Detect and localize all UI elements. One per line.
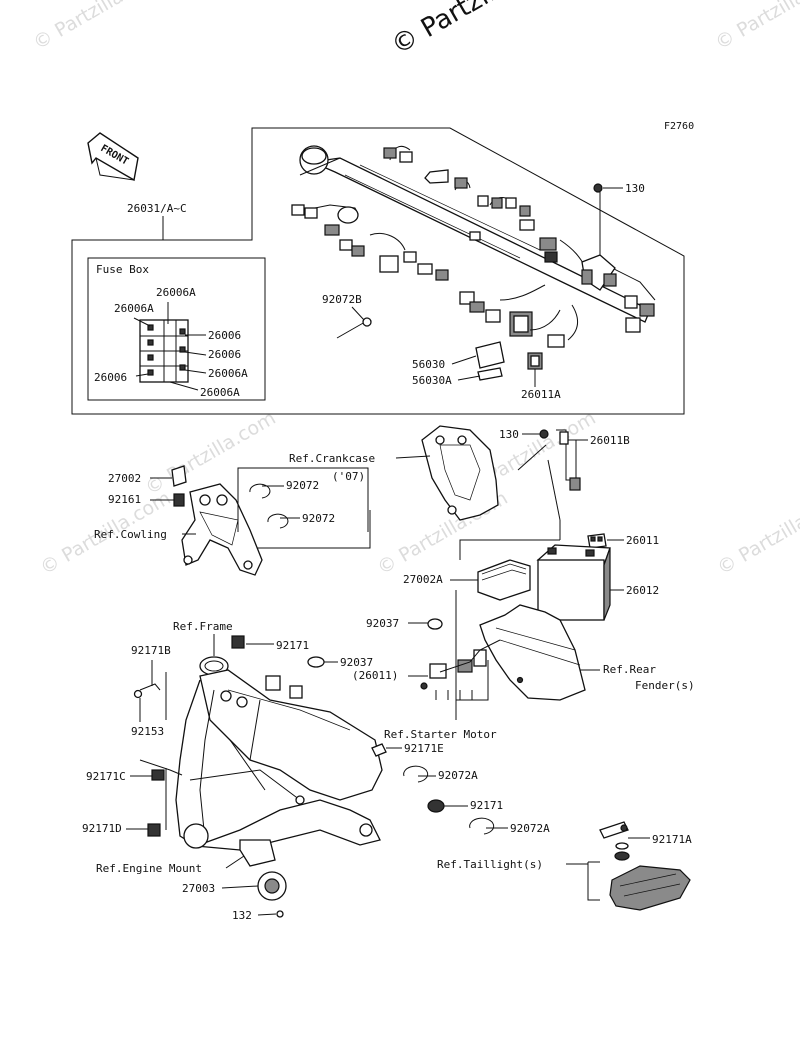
label-132: 132: [232, 909, 252, 922]
fuse-label-4: 26006: [208, 348, 241, 361]
label-26012: 26012: [626, 584, 659, 597]
main-harness: [291, 145, 656, 381]
label-92171-top: 92171: [276, 639, 309, 652]
fuse-label-5: 26006: [94, 371, 127, 384]
label-ref-frame: Ref.Frame: [173, 620, 233, 633]
label-92153: 92153: [131, 725, 164, 738]
label-26011b: 26011B: [590, 434, 630, 447]
label-ref-rear-fender: Fender(s): [635, 679, 695, 692]
label-27002a: 27002A: [403, 573, 443, 586]
label-92171c: 92171C: [86, 770, 126, 783]
label-year-07: ('07): [332, 470, 365, 483]
label-92037-a: 92037: [366, 617, 399, 630]
watermark-tile: © Partzilla.com: [714, 487, 800, 579]
label-27003: 27003: [182, 882, 215, 895]
label-ref-crankcase: Ref.Crankcase: [289, 452, 375, 465]
label-ref-starter: Ref.Starter Motor: [384, 728, 497, 741]
label-harness: 26031/A~C: [127, 202, 187, 215]
label-92171d: 92171D: [82, 822, 122, 835]
watermark-tile: © Partzilla.com: [142, 407, 280, 499]
label-92072a-a: 92072A: [438, 769, 478, 782]
taillight-section: [587, 821, 691, 911]
crankcase-section: [240, 425, 581, 560]
label-ref-engine-mount: Ref.Engine Mount: [96, 862, 202, 875]
cowling-stay: [171, 465, 263, 576]
label-bolt-top: 130: [625, 182, 645, 195]
fuse-label-3: 26006: [208, 329, 241, 342]
figure-code: F2760: [664, 121, 694, 132]
fuse-label-7: 26006A: [200, 386, 240, 399]
label-92161: 92161: [108, 493, 141, 506]
fuse-box-inset: Fuse Box: [87, 257, 266, 401]
label-92072a-b: 92072A: [510, 822, 550, 835]
label-ref-rear: Ref.Rear: [603, 663, 656, 676]
label-26011-paren: (26011): [352, 669, 398, 682]
label-92072-b: 92072: [302, 512, 335, 525]
watermark-tile: © Partzilla.com: [712, 0, 800, 54]
band-box: [237, 467, 369, 532]
label-56030a: 56030A: [412, 374, 452, 387]
label-92037-b: 92037: [340, 656, 373, 669]
label-92171a: 92171A: [652, 833, 692, 846]
label-92072b: 92072B: [322, 293, 362, 306]
label-26011: 26011: [626, 534, 659, 547]
harness-frame: [71, 127, 685, 415]
fuse-label-1: 26006A: [156, 286, 196, 299]
label-92171-mid: 92171: [470, 799, 503, 812]
fuse-label-6: 26006A: [208, 367, 248, 380]
label-27002: 27002: [108, 472, 141, 485]
watermark-main: © Partzilla.com: [387, 0, 576, 61]
battery-section: [420, 533, 611, 701]
label-26011a: 26011A: [521, 388, 561, 401]
label-56030: 56030: [412, 358, 445, 371]
front-arrow-icon: FRONT: [87, 132, 139, 182]
fuse-label-2: 26006A: [114, 302, 154, 315]
watermark-tile: © Partzilla.com: [30, 0, 168, 54]
label-92072-a: 92072: [286, 479, 319, 492]
label-92171b: 92171B: [131, 644, 171, 657]
label-ref-taillight: Ref.Taillight(s): [437, 858, 543, 871]
label-ref-cowling: Ref.Cowling: [94, 528, 167, 541]
label-92171e: 92171E: [404, 742, 444, 755]
label-bolt-mid: 130: [499, 428, 519, 441]
fuse-box-title: Fuse Box: [96, 263, 149, 276]
frame-section: [133, 635, 495, 918]
